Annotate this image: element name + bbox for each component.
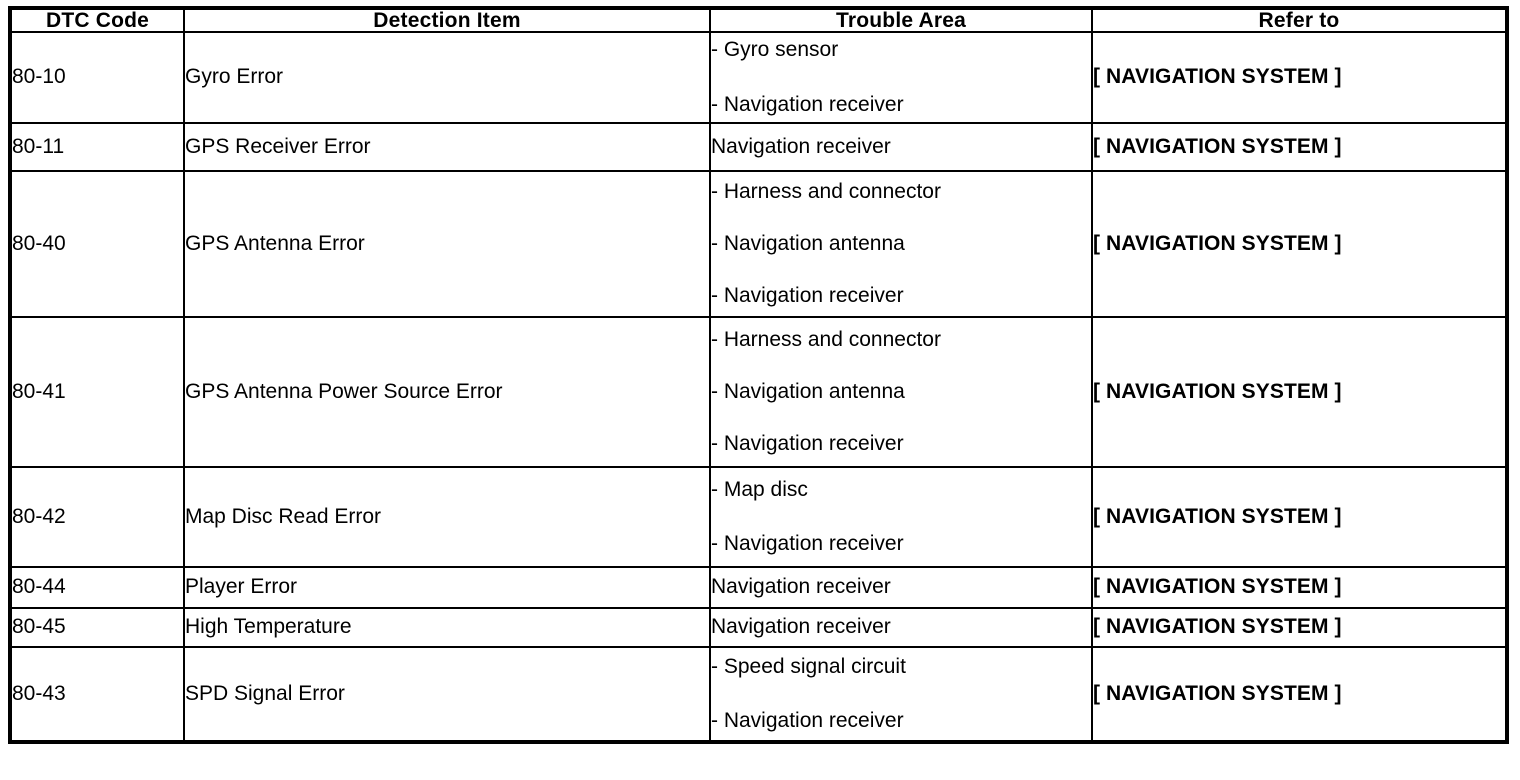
column-header-trouble-area: Trouble Area: [709, 7, 1093, 33]
trouble-area-item: - Navigation receiver: [711, 709, 904, 732]
cell-refer-to: [ NAVIGATION SYSTEM ]: [1091, 316, 1508, 468]
trouble-area-item: - Navigation antenna: [711, 231, 905, 255]
cell-refer-to: [ NAVIGATION SYSTEM ]: [1091, 122, 1508, 172]
trouble-area-list: - Map disc - Navigation receiver: [711, 478, 1091, 556]
table-row: 80-11 GPS Receiver Error Navigation rece…: [9, 122, 1508, 172]
cell-detection-item: GPS Antenna Error: [183, 170, 711, 318]
trouble-area-list: - Harness and connector - Navigation ant…: [711, 180, 1091, 308]
trouble-area-item: - Navigation antenna: [711, 379, 905, 403]
table-header: DTC Code Detection Item Trouble Area Ref…: [9, 7, 1508, 33]
trouble-area-item: Navigation receiver: [711, 134, 891, 158]
table-body: 80-10 Gyro Error - Gyro sensor - Navigat…: [9, 31, 1508, 742]
trouble-area-item: - Harness and connector: [711, 179, 941, 203]
trouble-area-item: - Navigation receiver: [711, 92, 904, 116]
cell-refer-to: [ NAVIGATION SYSTEM ]: [1091, 170, 1508, 318]
table-header-row: DTC Code Detection Item Trouble Area Ref…: [9, 7, 1508, 33]
cell-detection-item: High Temperature: [183, 607, 711, 648]
cell-detection-item: Player Error: [183, 566, 711, 609]
cell-dtc-code: 80-41: [9, 316, 185, 468]
trouble-area-item: Navigation receiver: [711, 575, 891, 599]
column-header-dtc-code: DTC Code: [9, 7, 185, 33]
table-row: 80-10 Gyro Error - Gyro sensor - Navigat…: [9, 31, 1508, 124]
trouble-area-item: - Navigation receiver: [711, 532, 904, 555]
cell-dtc-code: 80-43: [9, 646, 185, 742]
trouble-area-item: - Navigation receiver: [711, 432, 904, 456]
trouble-area-list: - Gyro sensor - Navigation receiver: [711, 38, 1091, 116]
trouble-area-item: - Harness and connector: [711, 327, 941, 351]
cell-trouble-area: - Gyro sensor - Navigation receiver: [709, 31, 1093, 124]
cell-trouble-area: Navigation receiver: [709, 566, 1093, 609]
cell-detection-item: GPS Receiver Error: [183, 122, 711, 172]
cell-trouble-area: Navigation receiver: [709, 122, 1093, 172]
cell-trouble-area: - Speed signal circuit - Navigation rece…: [709, 646, 1093, 742]
cell-refer-to: [ NAVIGATION SYSTEM ]: [1091, 31, 1508, 124]
table-row: 80-45 High Temperature Navigation receiv…: [9, 607, 1508, 648]
trouble-area-list: - Harness and connector - Navigation ant…: [711, 328, 1091, 456]
table-row: 80-40 GPS Antenna Error - Harness and co…: [9, 170, 1508, 318]
table-row: 80-43 SPD Signal Error - Speed signal ci…: [9, 646, 1508, 742]
cell-dtc-code: 80-42: [9, 466, 185, 568]
table-row: 80-44 Player Error Navigation receiver […: [9, 566, 1508, 609]
trouble-area-item: - Speed signal circuit: [711, 654, 906, 678]
cell-detection-item: SPD Signal Error: [183, 646, 711, 742]
cell-refer-to: [ NAVIGATION SYSTEM ]: [1091, 646, 1508, 742]
cell-dtc-code: 80-10: [9, 31, 185, 124]
cell-refer-to: [ NAVIGATION SYSTEM ]: [1091, 466, 1508, 568]
cell-trouble-area: - Map disc - Navigation receiver: [709, 466, 1093, 568]
cell-trouble-area: - Harness and connector - Navigation ant…: [709, 316, 1093, 468]
cell-trouble-area: Navigation receiver: [709, 607, 1093, 648]
column-header-detection-item: Detection Item: [183, 7, 711, 33]
column-header-refer-to: Refer to: [1091, 7, 1508, 33]
trouble-area-item: - Map disc: [711, 477, 808, 501]
cell-trouble-area: - Harness and connector - Navigation ant…: [709, 170, 1093, 318]
cell-dtc-code: 80-44: [9, 566, 185, 609]
dtc-trouble-code-table: DTC Code Detection Item Trouble Area Ref…: [8, 6, 1509, 744]
table-row: 80-42 Map Disc Read Error - Map disc - N…: [9, 466, 1508, 568]
trouble-area-item: Navigation receiver: [711, 615, 891, 639]
trouble-area-item: - Navigation receiver: [711, 284, 904, 308]
cell-detection-item: Map Disc Read Error: [183, 466, 711, 568]
trouble-area-item: - Gyro sensor: [711, 38, 839, 62]
cell-dtc-code: 80-11: [9, 122, 185, 172]
cell-detection-item: GPS Antenna Power Source Error: [183, 316, 711, 468]
trouble-area-list: - Speed signal circuit - Navigation rece…: [711, 655, 1091, 733]
cell-detection-item: Gyro Error: [183, 31, 711, 124]
cell-refer-to: [ NAVIGATION SYSTEM ]: [1091, 566, 1508, 609]
table-row: 80-41 GPS Antenna Power Source Error - H…: [9, 316, 1508, 468]
cell-dtc-code: 80-45: [9, 607, 185, 648]
cell-refer-to: [ NAVIGATION SYSTEM ]: [1091, 607, 1508, 648]
cell-dtc-code: 80-40: [9, 170, 185, 318]
